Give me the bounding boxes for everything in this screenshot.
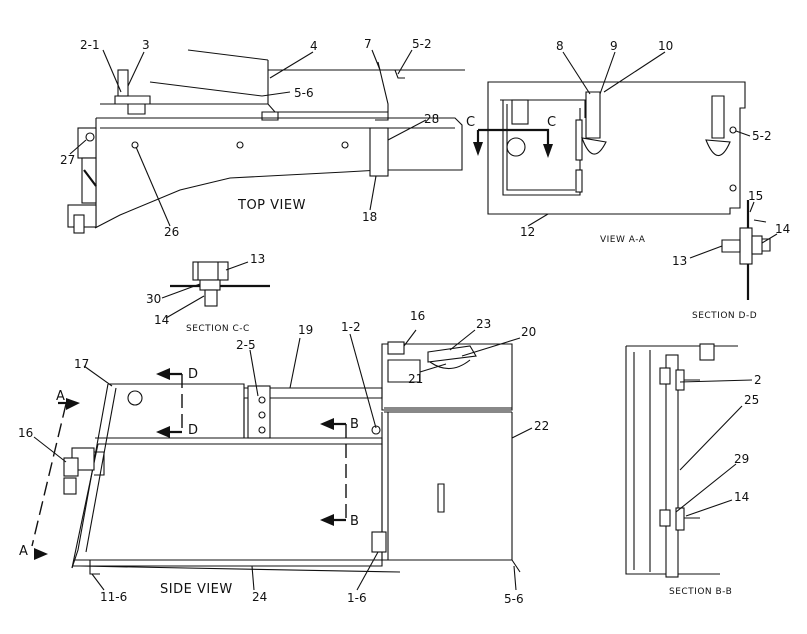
callout-13-dd: 13	[672, 254, 687, 268]
callout-9: 9	[610, 39, 618, 53]
section-letter-c-left: C	[466, 115, 476, 130]
section-letter-d-top: D	[188, 367, 199, 382]
section-letter-d-bottom: D	[188, 423, 199, 438]
callout-14-cc: 14	[154, 313, 169, 327]
leader-lines	[33, 49, 778, 591]
callout-1-6: 1-6	[347, 591, 367, 605]
callout-22: 22	[534, 419, 549, 433]
callout-16-top: 16	[410, 309, 425, 323]
callout-25: 25	[744, 393, 759, 407]
section-cc-caption: SECTION C-C	[186, 324, 250, 334]
callout-14-dd: 14	[775, 222, 790, 236]
section-letter-c-right: C	[547, 115, 557, 130]
callout-14-bb: 14	[734, 490, 749, 504]
section-bb-caption: SECTION B-B	[669, 587, 732, 597]
callout-30: 30	[146, 292, 161, 306]
callout-12: 12	[520, 225, 535, 239]
callout-23: 23	[476, 317, 491, 331]
section-bb-drawing	[625, 343, 738, 578]
callout-1-2: 1-2	[341, 320, 361, 334]
section-cc-drawing	[170, 261, 270, 307]
callout-13-cc: 13	[250, 252, 265, 266]
callout-5-6-bottom: 5-6	[504, 592, 524, 606]
callout-17: 17	[74, 357, 89, 371]
callout-24: 24	[252, 590, 267, 604]
section-dd-caption: SECTION D-D	[692, 311, 757, 321]
top-view-drawing	[67, 49, 465, 234]
callout-8: 8	[556, 39, 564, 53]
callout-5-2-right: 5-2	[752, 129, 772, 143]
section-letter-b-bottom: B	[350, 514, 359, 529]
callout-29: 29	[734, 452, 749, 466]
top-view-caption: TOP VIEW	[237, 198, 306, 213]
callout-5-6-top: 5-6	[294, 86, 314, 100]
callout-26: 26	[164, 225, 179, 239]
callout-28: 28	[424, 112, 439, 126]
section-letter-a-bottom: A	[19, 544, 28, 559]
callout-5-2-top: 5-2	[412, 37, 432, 51]
callout-2-5: 2-5	[236, 338, 256, 352]
callout-2-bb: 2	[754, 373, 762, 387]
callout-4: 4	[310, 39, 318, 53]
side-view-drawing	[31, 341, 521, 575]
section-letter-a-top: A	[56, 389, 65, 404]
section-dd-drawing	[721, 200, 771, 300]
callout-18: 18	[362, 210, 377, 224]
callout-11-6: 11-6	[100, 590, 127, 604]
section-letter-b-top: B	[350, 417, 359, 432]
callout-7: 7	[364, 37, 372, 51]
callout-21: 21	[408, 372, 423, 386]
callout-27: 27	[60, 153, 75, 167]
callout-15: 15	[748, 189, 763, 203]
side-view-caption: SIDE VIEW	[160, 582, 233, 597]
callout-3: 3	[142, 38, 150, 52]
callout-10: 10	[658, 39, 673, 53]
callout-20: 20	[521, 325, 536, 339]
callout-16-left: 16	[18, 426, 33, 440]
callout-19: 19	[298, 323, 313, 337]
callout-2-1: 2-1	[80, 38, 100, 52]
view-aa-caption: VIEW A-A	[600, 235, 646, 245]
view-aa-drawing	[473, 81, 746, 215]
